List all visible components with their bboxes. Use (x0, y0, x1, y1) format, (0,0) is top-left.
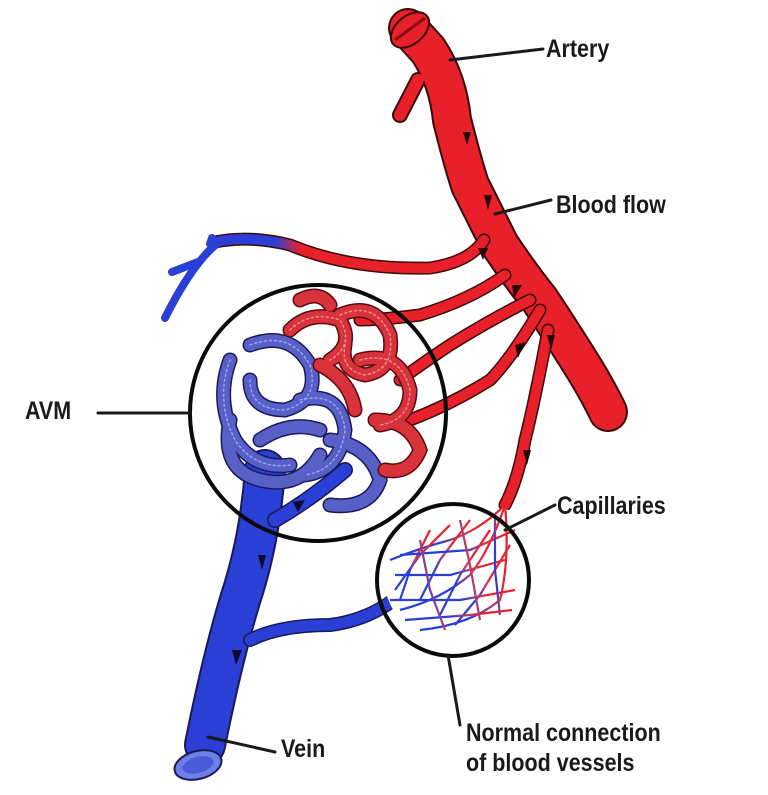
leader-normal-connection (446, 653, 462, 727)
capillary-bed (380, 508, 527, 636)
label-artery: Artery (546, 35, 610, 63)
leader-capillaries (503, 503, 557, 532)
flow-arrows-artery (463, 132, 555, 465)
artery-branches (161, 232, 555, 512)
branch-top-blue-fork (161, 234, 226, 322)
leader-blood-flow (493, 198, 553, 216)
flow-arrows-vein (232, 500, 305, 665)
label-capillaries: Capillaries (557, 492, 666, 520)
label-blood-flow: Blood flow (556, 191, 666, 219)
leader-artery (448, 47, 545, 62)
avm-tangle (216, 288, 428, 514)
label-normal-connection-line1: Normal connection (466, 719, 661, 747)
label-normal-connection: Normal connection of blood vessels (466, 718, 661, 778)
label-vein: Vein (281, 735, 326, 763)
vein (184, 449, 407, 766)
artery (388, 8, 628, 432)
capillaries-highlight-circle (375, 502, 531, 658)
label-normal-connection-line2: of blood vessels (466, 749, 635, 777)
leader-vein (206, 735, 277, 754)
label-avm: AVM (25, 397, 72, 425)
leader-lines (96, 47, 557, 754)
